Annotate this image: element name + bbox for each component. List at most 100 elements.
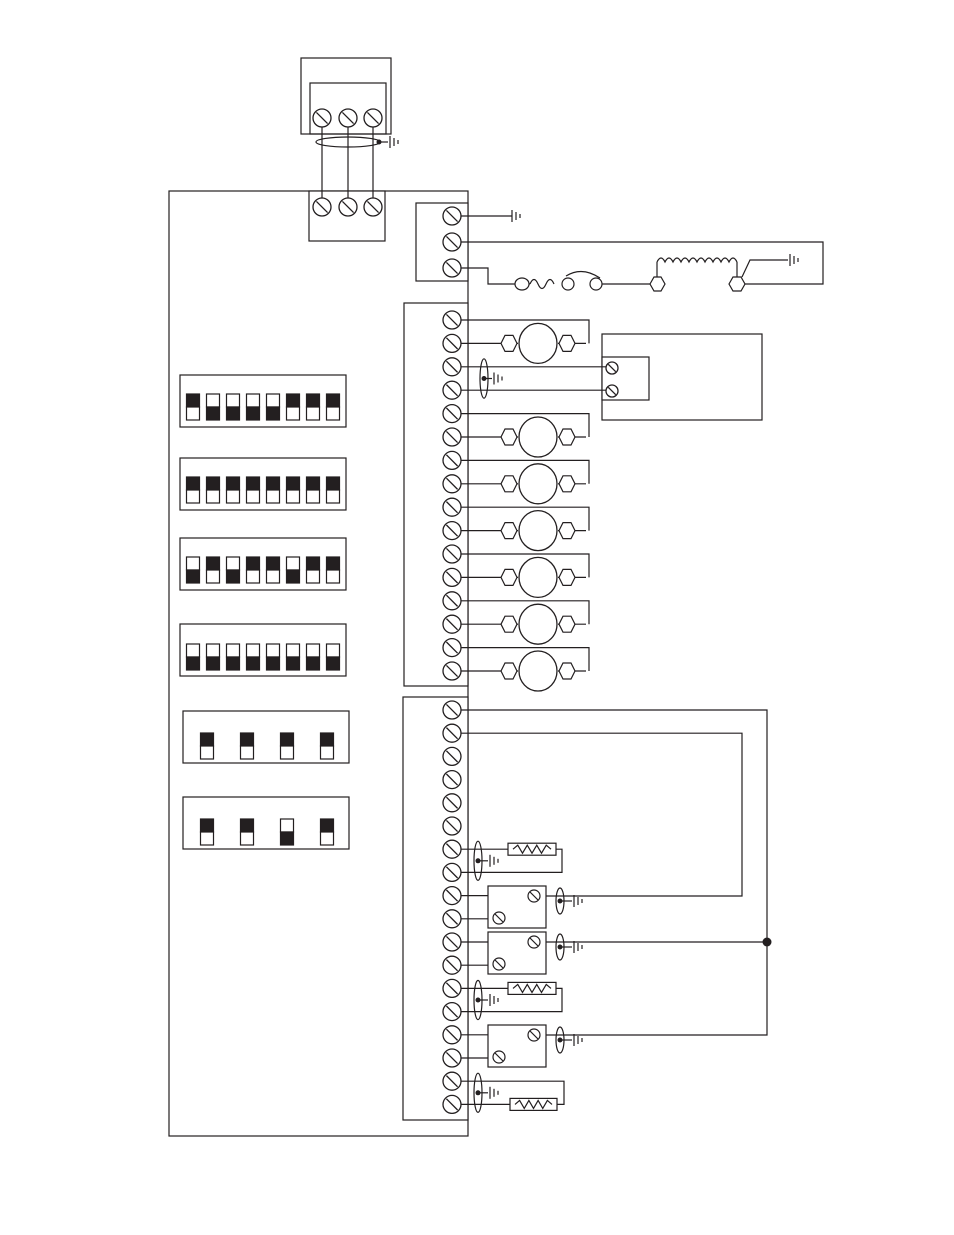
dip-switch-bank — [180, 375, 346, 427]
dip-switch-upper — [327, 394, 340, 407]
input-terminal — [443, 794, 461, 812]
output-terminal — [443, 358, 461, 376]
dip-switch — [241, 733, 254, 759]
dip-switch-lower — [207, 490, 220, 503]
sensor-screw — [493, 1051, 505, 1063]
power-wire — [452, 242, 823, 284]
dip-switch — [201, 819, 214, 845]
output-terminal — [443, 498, 461, 516]
motor-lug — [501, 616, 517, 632]
input-terminal — [443, 1072, 461, 1090]
dip-switch-upper — [201, 733, 214, 746]
resistor — [510, 1098, 557, 1110]
dip-switch-lower — [247, 657, 260, 670]
output-terminal — [443, 451, 461, 469]
motor — [490, 323, 586, 363]
dip-switch-lower — [247, 407, 260, 420]
dip-switch-upper — [287, 394, 300, 407]
input-terminal — [443, 1026, 461, 1044]
dip-switch-upper — [327, 557, 340, 570]
board-input-terminal — [339, 198, 357, 216]
dip-switch-lower — [287, 570, 300, 583]
ground-symbol-icon — [490, 994, 498, 1006]
dip-switch-upper — [247, 557, 260, 570]
dip-switch-upper — [287, 644, 300, 657]
output-terminal — [443, 381, 461, 399]
dip-switch-upper — [327, 477, 340, 490]
motor-body — [519, 417, 557, 457]
dip-switch-upper — [247, 644, 260, 657]
dip-switch-upper — [267, 644, 280, 657]
dip-switch-upper — [207, 644, 220, 657]
dip-switch — [247, 477, 260, 503]
input-terminal — [443, 724, 461, 742]
sensor-module — [488, 1025, 546, 1067]
dip-switch — [321, 819, 334, 845]
switch-contact — [562, 278, 574, 290]
dip-switch-upper — [247, 394, 260, 407]
dip-switch — [281, 819, 294, 845]
ground-symbol-icon — [490, 1087, 498, 1099]
motor-lug — [559, 335, 575, 351]
dip-switch — [247, 394, 260, 420]
dip-switch-upper — [327, 644, 340, 657]
ground-wire — [742, 260, 788, 277]
dip-switch-housing — [180, 624, 346, 676]
cable-shield — [474, 1073, 488, 1112]
dip-switch-bank — [180, 458, 346, 510]
motor-lug — [559, 429, 575, 445]
ground-symbol-icon — [790, 254, 798, 266]
dip-switch — [327, 557, 340, 583]
fuse-element — [530, 280, 554, 289]
output-terminal — [443, 592, 461, 610]
dip-switch-lower — [281, 746, 294, 759]
dip-switch — [201, 733, 214, 759]
dip-switch-lower — [267, 407, 280, 420]
input-terminal — [443, 1049, 461, 1067]
sensor-screw — [528, 936, 540, 948]
dip-switch — [307, 644, 320, 670]
dip-switch-lower — [241, 746, 254, 759]
ground-symbol-icon — [512, 210, 520, 222]
top-connector-terminal — [364, 109, 382, 127]
motor-lug — [559, 616, 575, 632]
dip-switch-housing — [180, 375, 346, 427]
dip-switch-upper — [241, 733, 254, 746]
top-connector-terminal — [339, 109, 357, 127]
dip-switch-upper — [201, 819, 214, 832]
dip-switch-bank — [183, 711, 349, 763]
output-terminal — [443, 615, 461, 633]
dip-switch-lower — [207, 657, 220, 670]
motor — [490, 464, 586, 504]
dip-switch-lower — [287, 657, 300, 670]
motor-body — [519, 511, 557, 551]
input-terminal — [443, 979, 461, 997]
dip-switch-lower — [321, 746, 334, 759]
inductor-coil — [657, 258, 737, 262]
dip-switch-lower — [227, 570, 240, 583]
input-terminal — [443, 840, 461, 858]
dip-switch-upper — [247, 477, 260, 490]
cable-shield — [480, 359, 492, 398]
dip-switch-lower — [241, 832, 254, 845]
dip-switch-lower — [267, 657, 280, 670]
motor-lug — [559, 523, 575, 539]
dip-switch-lower — [307, 570, 320, 583]
dip-switch-upper — [267, 477, 280, 490]
dip-switch — [207, 394, 220, 420]
switch-contact — [590, 278, 602, 290]
motor-lug — [559, 569, 575, 585]
dip-switch-upper — [227, 557, 240, 570]
output-terminal — [443, 662, 461, 680]
ground-symbol-icon — [494, 373, 502, 385]
dip-switch-lower — [267, 570, 280, 583]
output-terminal — [443, 545, 461, 563]
dip-switch-upper — [187, 644, 200, 657]
dip-switch-upper — [227, 644, 240, 657]
input-terminal — [443, 1003, 461, 1021]
dip-switch — [207, 557, 220, 583]
loop-wire — [452, 733, 742, 896]
power-terminal — [443, 207, 461, 225]
dip-switch-lower — [281, 832, 294, 845]
